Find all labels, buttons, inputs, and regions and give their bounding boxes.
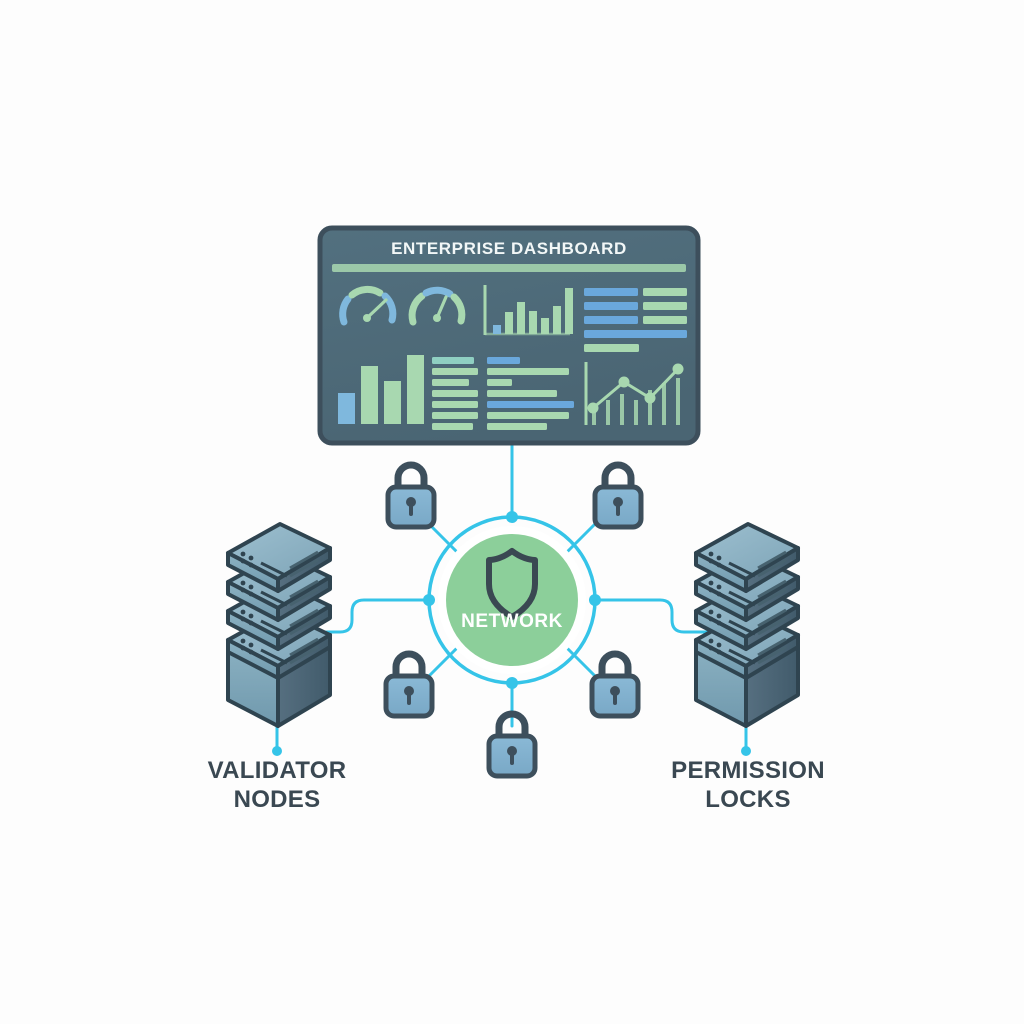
ring-node-right[interactable]: [589, 594, 601, 606]
connector-hub-to-lock-top-right: [562, 519, 600, 557]
lock-bottom-center[interactable]: [486, 710, 538, 779]
connector-left-server-to-hub: [291, 598, 431, 634]
enterprise-dashboard-panel[interactable]: ENTERPRISE DASHBOARD: [317, 225, 701, 446]
dot-right-label: [741, 746, 751, 756]
network-hub-circle: [446, 534, 578, 666]
validator-node-stack-left[interactable]: [226, 522, 332, 728]
lock-bottom-left[interactable]: [383, 650, 435, 719]
connector-group: [275, 441, 748, 753]
label-validator-nodes: VALIDATOR NODES: [208, 757, 347, 813]
list-rows-center: [432, 357, 478, 430]
label-permission-locks-line1: PERMISSION: [671, 757, 825, 784]
list-rows-right: [487, 357, 574, 430]
line-chart-lower-right: [584, 362, 684, 425]
connector-right-server-to-hub: [593, 598, 733, 634]
bar-chart-lower-left: [338, 355, 424, 424]
shield-icon: [486, 548, 538, 620]
lock-bottom-right[interactable]: [589, 650, 641, 719]
gauge-right: [408, 286, 466, 326]
permission-locks-group: [383, 461, 644, 779]
list-rows-upper-right: [584, 288, 687, 352]
lock-top-right[interactable]: [592, 461, 644, 530]
label-permission-locks: PERMISSION LOCKS: [671, 757, 825, 813]
ring-node-top[interactable]: [506, 511, 518, 523]
connector-hub-to-lock-bottom-right: [562, 643, 600, 681]
label-validator-nodes-line1: VALIDATOR: [208, 757, 347, 784]
server-unit: [694, 522, 800, 593]
permission-lock-stack-right[interactable]: [694, 522, 800, 728]
gauge-left: [339, 285, 397, 326]
label-permission-locks-line2: LOCKS: [705, 786, 791, 813]
server-unit: [226, 522, 332, 593]
dashboard-accent-bar: [332, 264, 686, 272]
network-hub[interactable]: NETWORK: [423, 511, 601, 689]
dashboard-title: ENTERPRISE DASHBOARD: [391, 239, 627, 258]
connector-hub-to-lock-bottom-left: [422, 643, 462, 683]
ring-node-left[interactable]: [423, 594, 435, 606]
label-validator-nodes-line2: NODES: [234, 786, 321, 813]
bar-chart-top-right: [483, 285, 573, 336]
ring-node-bottom[interactable]: [506, 677, 518, 689]
lock-top-left[interactable]: [385, 461, 437, 530]
network-hub-label: NETWORK: [461, 611, 563, 632]
dot-left-label: [272, 746, 282, 756]
